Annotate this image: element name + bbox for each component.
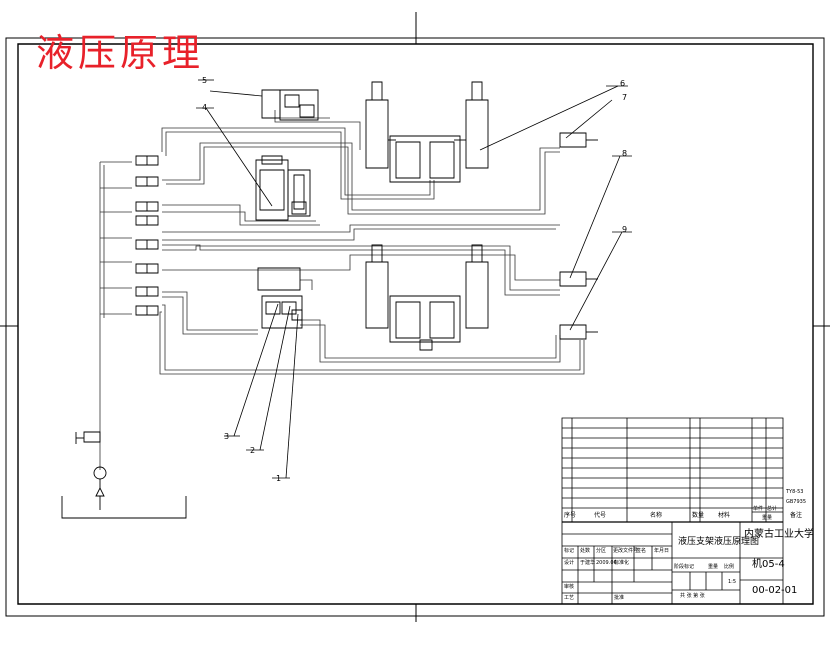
side-jacks (560, 133, 598, 339)
tb-zone-label: 分区 (596, 548, 607, 554)
tb-review-label: 审核 (564, 584, 575, 590)
tb-change-doc-label: 更改文件号 (613, 548, 639, 554)
tb-spec-2: GB7935 (786, 499, 807, 505)
tb-school: 内蒙古工业大学 (744, 529, 814, 540)
lower-cylinder-pair (366, 245, 488, 350)
callout-4: 4 (202, 103, 208, 112)
tb-header-total-weight: 总计 (767, 506, 778, 512)
sheet-outer-border (6, 38, 824, 616)
tb-std-label: 标准化 (614, 560, 630, 566)
tb-header-qty: 数量 (692, 512, 705, 519)
drawing-heading: 液压原理 (36, 31, 205, 75)
central-valve-block (256, 156, 310, 220)
pump-and-tank (62, 432, 186, 518)
tb-spec-1: TY8-53 (786, 489, 804, 495)
callout-leaders (196, 80, 632, 478)
tb-header-remark: 备注 (790, 512, 803, 519)
directional-valve-bank (136, 156, 158, 315)
callout-5: 5 (202, 76, 208, 85)
tb-mark-label: 标记 (564, 548, 575, 554)
pipeline-network (100, 110, 584, 470)
tb-class-code: 机05-4 (752, 559, 785, 570)
tb-scale-label: 比例 (724, 564, 735, 570)
callout-8: 8 (622, 149, 628, 158)
callout-1: 1 (276, 474, 282, 483)
centering-marks (0, 12, 830, 622)
lower-valve-block (258, 268, 302, 328)
tb-process-label: 工艺 (564, 595, 575, 601)
tb-header-seq: 序号 (564, 512, 577, 519)
callout-6: 6 (620, 79, 626, 88)
title-block-grid (562, 418, 783, 604)
tb-count-label: 处数 (580, 548, 591, 554)
tb-sheets-label: 共 张 第 张 (680, 593, 705, 599)
tb-header-code: 代号 (594, 512, 607, 519)
tb-name-person: 于建华 (580, 560, 596, 566)
callout-7: 7 (622, 93, 628, 102)
tb-designation-title: 液压支架液压原理图 (678, 537, 760, 547)
top-valve-unit (262, 90, 318, 120)
sheet-inner-frame (18, 44, 813, 604)
tb-header-unit-weight: 单件 (753, 506, 764, 512)
tb-sign-label: 签名 (636, 548, 647, 554)
upper-cylinder-pair (366, 82, 488, 182)
tb-ratio: 1:5 (728, 579, 737, 585)
tb-header-weight: 重量 (762, 515, 773, 521)
tb-header-name: 名称 (650, 512, 663, 519)
tb-header-material: 材料 (718, 512, 731, 519)
tb-drawing-number: 00-02-01 (752, 585, 798, 596)
callout-2: 2 (250, 446, 256, 455)
callout-3: 3 (224, 432, 230, 441)
tb-date: 2009.06 (596, 560, 617, 566)
callout-9: 9 (622, 225, 628, 234)
tb-approve-label: 批准 (614, 595, 625, 601)
tb-design-label: 设计 (564, 560, 575, 566)
tb-weight-label: 重量 (708, 564, 719, 570)
tb-ymd-label: 年月日 (654, 548, 670, 554)
tb-stage-label: 阶段标记 (674, 564, 695, 570)
